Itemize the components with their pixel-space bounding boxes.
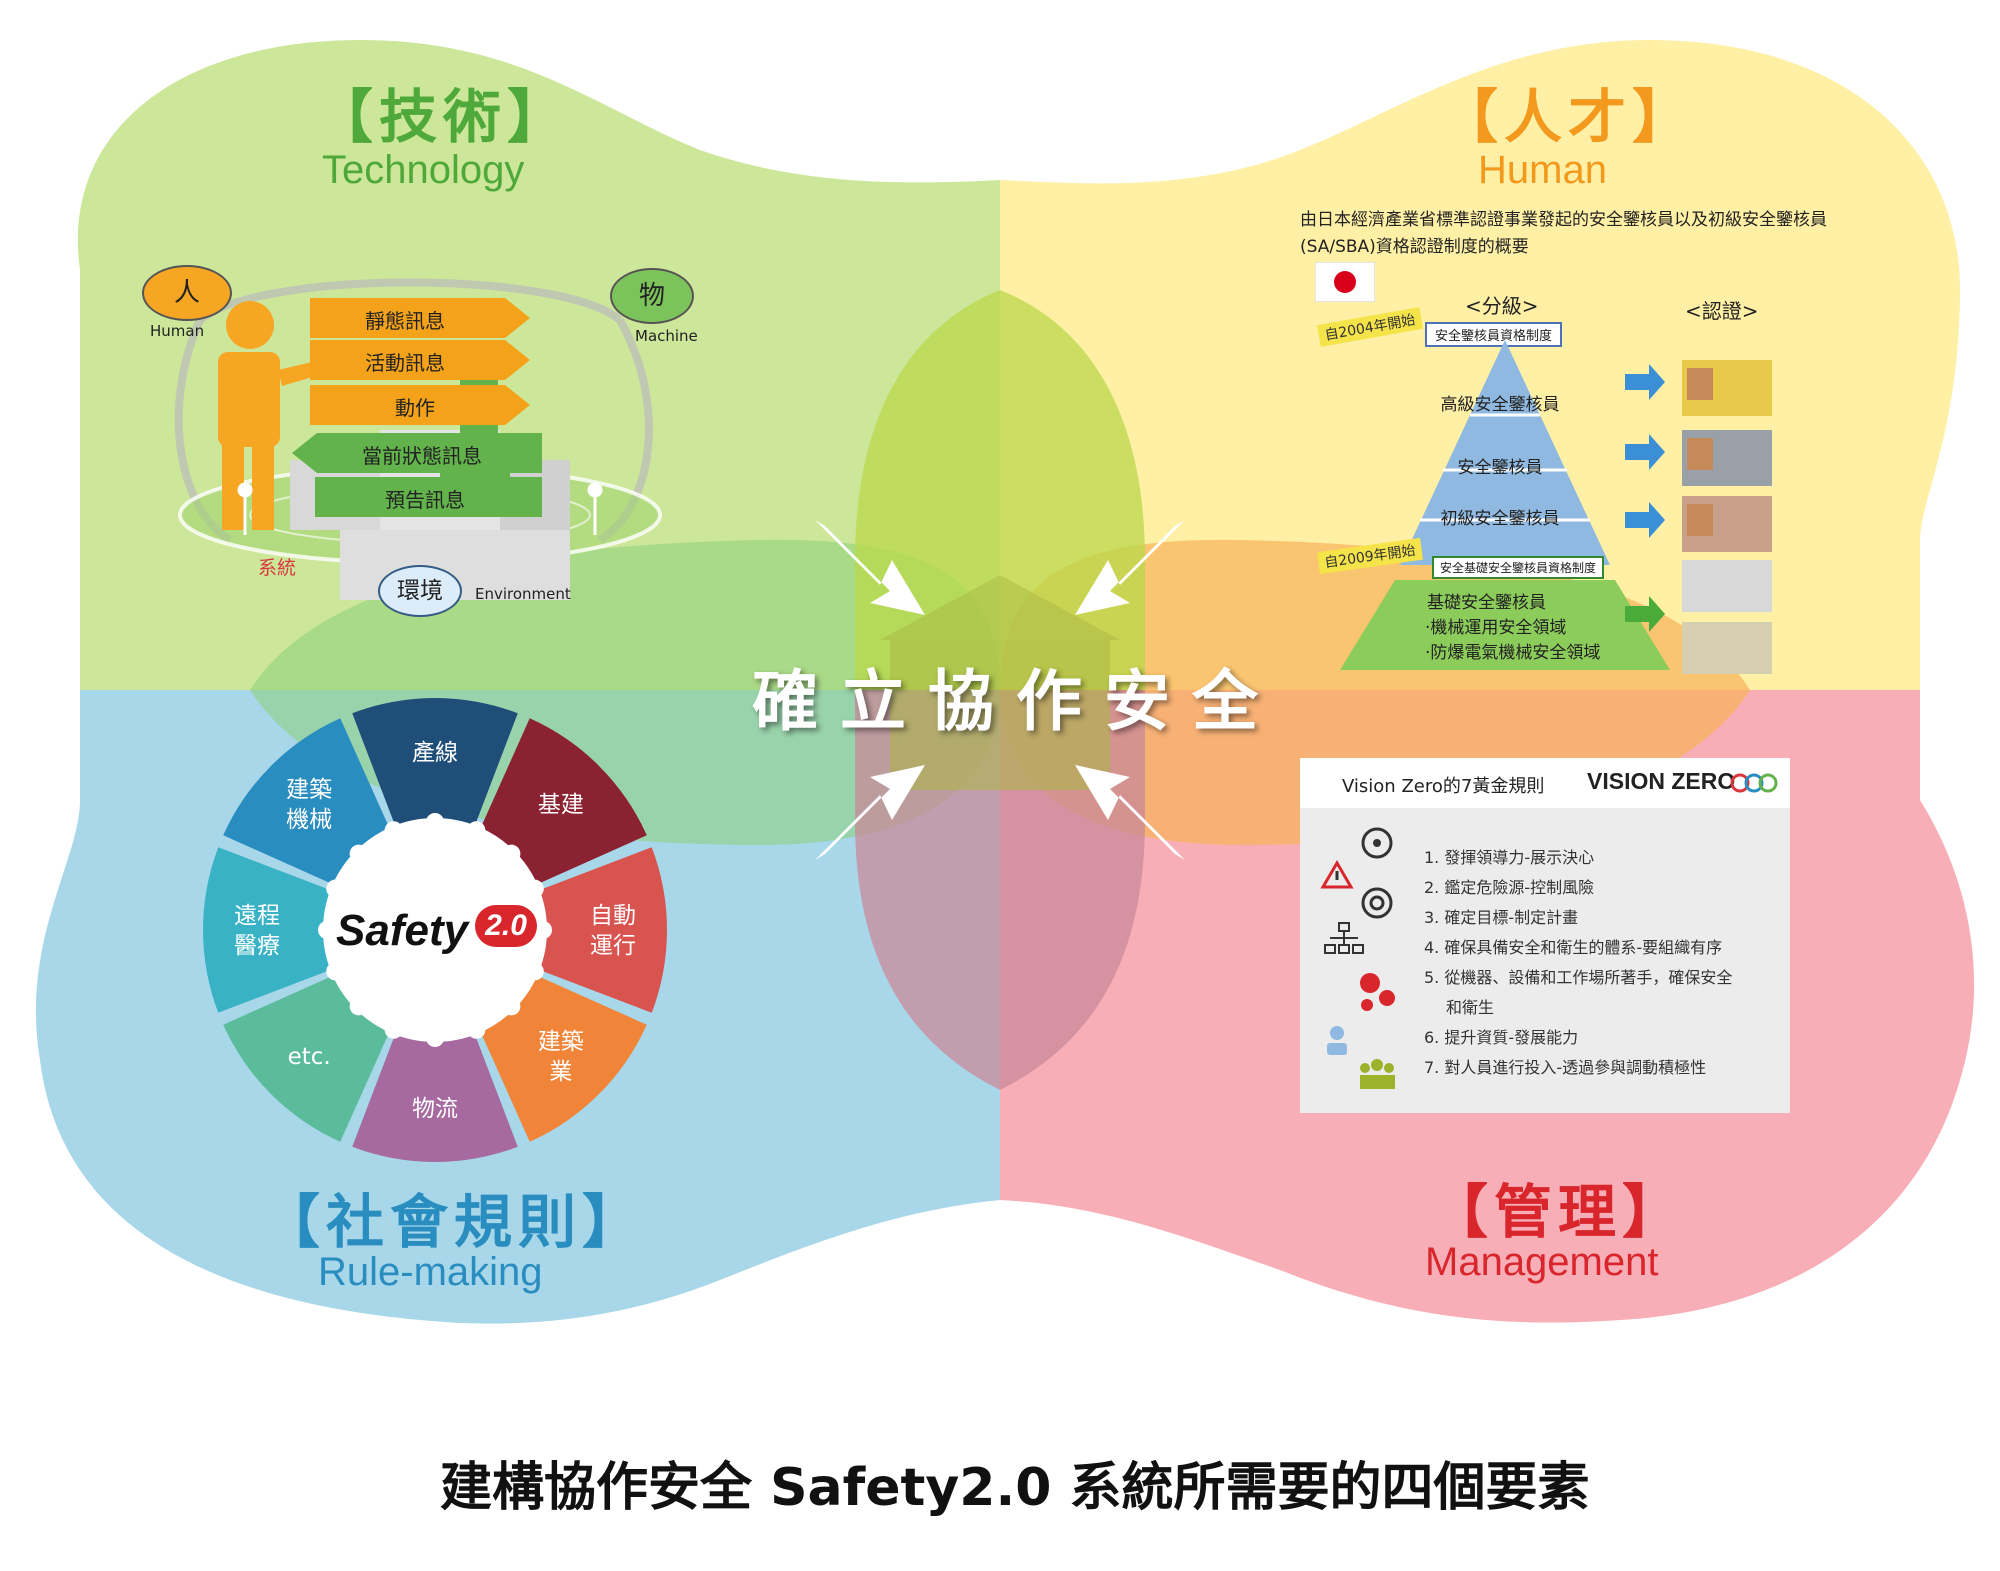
basic-item: ·防爆電氣機械安全領域	[1425, 643, 1601, 663]
org-chart-icon	[1324, 922, 1364, 954]
safety-version-badge: 2.0	[475, 905, 537, 947]
qualification-pyramid	[1340, 340, 1670, 670]
grade-column-header: <分級>	[1465, 294, 1539, 318]
flow-arrow-activity-info: 活動訊息	[310, 340, 530, 380]
center-title: 確立協作安全	[752, 663, 1280, 740]
team-icon	[1360, 1059, 1395, 1089]
rule-item: 6. 提升資質-發展能力	[1424, 1028, 1579, 1047]
steering-wheel-icon	[1361, 827, 1393, 859]
vision-zero-card-title: Vision Zero的7黃金規則	[1342, 776, 1545, 797]
human-title-en: Human	[1478, 148, 1607, 192]
japan-flag-icon	[1315, 262, 1375, 302]
flow-label: 活動訊息	[365, 351, 445, 375]
technology-title-cn: 【技術】	[315, 83, 572, 151]
rules-icon-column	[1320, 827, 1395, 1089]
level-junior: 初級安全鑒核員	[1440, 509, 1560, 529]
ring-segment-label: 物流	[412, 1096, 458, 1122]
human-figure-icon	[218, 301, 316, 530]
ring-segment	[352, 1034, 518, 1162]
flow-arrow-current-state: 當前狀態訊息	[292, 433, 542, 473]
center-house	[890, 640, 1110, 790]
flow-arrow-forecast: 預告訊息	[315, 477, 542, 517]
flow-label: 動作	[395, 396, 435, 420]
environment-bubble: 環境	[378, 565, 462, 617]
ring-segment-label: 自動運行	[590, 903, 636, 959]
gears-icon	[1360, 973, 1395, 1011]
ring-segment	[539, 847, 667, 1013]
system-label: 系統	[258, 557, 297, 579]
arrow-top-left	[815, 520, 925, 615]
figure-caption: 建構協作安全 Safety2.0 系統所需要的四個要素	[440, 1458, 1590, 1518]
warning-icon	[1320, 860, 1354, 889]
ring-segment	[223, 975, 390, 1142]
certificate-card-icon	[1682, 360, 1772, 674]
system-box-sba: 安全基礎安全鑒核員資格制度	[1432, 556, 1605, 579]
environment-caption: Environment	[475, 585, 571, 603]
vision-zero-brand: VISION ZERO	[1587, 768, 1736, 794]
system-box-sa: 安全鑒核員資格制度	[1425, 322, 1563, 347]
ring-segment	[480, 718, 647, 885]
rule-item: 3. 確定目標-制定計畫	[1424, 908, 1579, 927]
level-senior: 高級安全鑒核員	[1440, 395, 1560, 415]
ring-segment-label: 遠程醫療	[234, 903, 280, 959]
rule-item-continued: 和衛生	[1446, 998, 1495, 1017]
human-bubble: 人	[142, 265, 232, 321]
ring-segment-label: 產線	[412, 740, 458, 766]
certificate-column	[1625, 360, 1772, 674]
ring-segment	[223, 718, 390, 885]
management-title-cn: 【管理】	[1430, 1178, 1687, 1246]
level-standard: 安全鑒核員	[1457, 458, 1543, 478]
safety-brand: Safety	[336, 906, 469, 955]
machine-caption: Machine	[635, 327, 698, 345]
human-desc-line1: 由日本經濟產業省標準認證事業發起的安全鑒核員以及初級安全鑒核員	[1300, 210, 1827, 230]
flow-label: 預告訊息	[385, 488, 465, 512]
cert-column-header: <認證>	[1685, 299, 1759, 323]
ring-segment-label: 基建	[538, 792, 584, 818]
basic-item: ·機械運用安全領域	[1425, 618, 1567, 638]
human-desc-line2: (SA/SBA)資格認證制度的概要	[1300, 237, 1529, 257]
rule-item: 5. 從機器、設備和工作場所著手，確保安全	[1424, 968, 1733, 987]
rule-item: 4. 確保具備安全和衛生的體系-要組織有序	[1424, 938, 1723, 957]
technology-title-en: Technology	[322, 148, 525, 192]
management-title-en: Management	[1425, 1240, 1659, 1284]
center-lobe-top	[855, 290, 1145, 690]
vision-zero-card: Vision Zero的7黃金規則 VISION ZERO 1. 發揮領導力-展…	[1300, 758, 1790, 1113]
flow-arrow-static-info: 靜態訊息	[310, 298, 530, 338]
basic-level-title: 基礎安全鑒核員	[1427, 593, 1546, 613]
training-icon	[1327, 1026, 1347, 1055]
flow-label: 當前狀態訊息	[362, 444, 482, 468]
ring-segment	[202, 847, 331, 1013]
rule-item: 1. 發揮領導力-展示決心	[1424, 848, 1595, 867]
rule-making-title-cn: 【社會規則】	[262, 1188, 647, 1256]
vision-zero-rings-icon	[1730, 773, 1778, 793]
rule-item: 2. 鑑定危險源-控制風險	[1424, 878, 1595, 897]
flow-label: 靜態訊息	[365, 309, 445, 333]
arrow-top-right	[1075, 520, 1185, 615]
machine-bubble: 物	[610, 268, 694, 324]
flow-arrow-action: 動作	[310, 385, 530, 425]
ring-segment-label: 建築機械	[286, 777, 332, 833]
human-caption: Human	[150, 322, 205, 340]
safety-logo: Safety 2.0	[336, 905, 537, 956]
arrow-bottom-left	[815, 765, 925, 860]
target-icon	[1361, 887, 1393, 919]
ring-segment-label: etc.	[288, 1044, 331, 1070]
rule-item: 7. 對人員進行投入-透過參與調動積極性	[1424, 1058, 1707, 1077]
ring-segment	[480, 975, 647, 1142]
rule-making-title-en: Rule-making	[318, 1250, 543, 1294]
arrow-bottom-right	[1075, 765, 1185, 860]
human-title-cn: 【人才】	[1440, 83, 1697, 151]
ring-segment-label: 建築業	[538, 1029, 584, 1085]
golden-rules-list: 1. 發揮領導力-展示決心 2. 鑑定危險源-控制風險 3. 確定目標-制定計畫…	[1424, 843, 1732, 1083]
ring-segment	[352, 698, 518, 826]
